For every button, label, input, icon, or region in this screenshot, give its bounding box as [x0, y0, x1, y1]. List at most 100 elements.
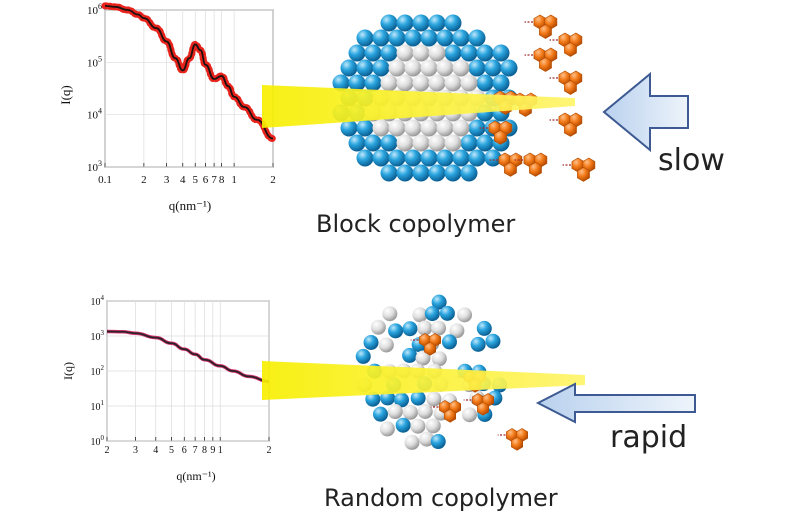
hydrophilic-bead	[430, 434, 446, 450]
shell-bead	[476, 44, 494, 62]
shell-bead	[364, 134, 382, 152]
x-tick-label: 2	[105, 445, 110, 456]
caption-random-copolymer: Random copolymer	[324, 484, 558, 512]
hydrophobic-bead	[370, 319, 386, 335]
y-axis-label: I(q)	[58, 85, 73, 105]
series-1-line	[106, 330, 270, 383]
hydrophilic-bead	[441, 334, 457, 350]
hydrophobic-bead	[457, 307, 473, 323]
y-axis-label: I(q)	[61, 362, 75, 380]
shell-bead	[412, 14, 430, 32]
x-tick-label: 9	[210, 445, 215, 456]
x-tick-label: 2	[267, 445, 272, 456]
core-bead	[420, 59, 438, 77]
guest-molecule	[497, 428, 529, 451]
shell-bead	[372, 29, 390, 47]
shell-bead	[468, 149, 486, 167]
hydrophobic-bead	[402, 404, 418, 420]
x-tick-label: 7	[211, 174, 217, 186]
hydrophobic-bead	[415, 350, 431, 366]
y-tick-label: 106	[87, 2, 102, 17]
guest-molecule	[549, 32, 583, 57]
shell-bead	[412, 164, 430, 182]
slow-diffusion-arrow	[602, 71, 689, 153]
core-bead	[404, 119, 422, 137]
x-tick-label: 7	[193, 445, 198, 456]
hydrophilic-bead	[431, 294, 447, 310]
shell-bead	[492, 44, 510, 62]
hydrophilic-bead	[476, 320, 492, 336]
shell-bead	[476, 134, 494, 152]
hydrophobic-bead	[379, 421, 395, 437]
shell-bead	[468, 59, 486, 77]
core-bead	[444, 134, 462, 152]
hydrophobic-bead	[426, 391, 442, 407]
core-bead	[460, 74, 478, 92]
shell-bead	[476, 74, 494, 92]
core-bead	[444, 74, 462, 92]
shell-bead	[452, 29, 470, 47]
guest-molecules	[410, 333, 529, 451]
x-tick-label: 4	[180, 174, 186, 186]
hydrophobic-bead	[378, 337, 394, 353]
hydrophilic-bead	[363, 334, 379, 350]
guest-molecule	[562, 157, 596, 182]
guest-molecule	[549, 70, 583, 95]
guest-molecule	[524, 14, 558, 39]
core-bead	[380, 74, 398, 92]
shell-bead	[348, 74, 366, 92]
shell-bead	[428, 14, 446, 32]
core-bead	[428, 44, 446, 62]
shell-bead	[404, 29, 422, 47]
shell-bead	[500, 59, 518, 77]
core-bead	[420, 119, 438, 137]
y-tick-label: 105	[87, 54, 102, 69]
hydrophilic-bead	[394, 392, 410, 408]
core-bead	[412, 134, 430, 152]
core-bead	[428, 134, 446, 152]
shell-bead	[420, 29, 438, 47]
guest-molecule	[514, 152, 548, 177]
x-tick-label: 1	[218, 445, 223, 456]
hydrophobic-bead	[417, 403, 433, 419]
core-bead	[428, 74, 446, 92]
x-tick-label: 3	[133, 445, 138, 456]
core-bead	[452, 59, 470, 77]
x-ray-beam	[262, 361, 585, 400]
core-bead	[436, 119, 454, 137]
guest-molecule	[463, 393, 495, 416]
shell-bead	[356, 59, 374, 77]
gridlines	[106, 300, 270, 442]
shell-bead	[420, 149, 438, 167]
shell-bead	[460, 44, 478, 62]
core-bead	[436, 59, 454, 77]
hydrophilic-bead	[402, 347, 418, 363]
shell-bead	[380, 134, 398, 152]
x-tick-label: 4	[153, 445, 158, 456]
x-tick-label: 8	[202, 445, 207, 456]
core-bead	[372, 119, 390, 137]
hydrophilic-bead	[372, 406, 388, 422]
hydrophobic-bead	[382, 306, 398, 322]
core-bead	[452, 119, 470, 137]
hydrophilic-bead	[424, 306, 440, 322]
shell-bead	[460, 134, 478, 152]
shell-bead	[340, 119, 358, 137]
series-1-line	[104, 4, 274, 140]
shell-bead	[340, 59, 358, 77]
hydrophilic-bead	[439, 305, 455, 321]
shell-bead	[460, 164, 478, 182]
shell-bead	[364, 44, 382, 62]
x-tick-label: 8	[219, 174, 225, 186]
shell-bead	[380, 44, 398, 62]
shell-bead	[372, 149, 390, 167]
hydrophobic-bead	[412, 307, 428, 323]
shell-bead	[468, 29, 486, 47]
hydrophobic-bead	[449, 323, 465, 339]
shell-bead	[356, 119, 374, 137]
shell-bead	[380, 164, 398, 182]
shell-bead	[356, 29, 374, 47]
